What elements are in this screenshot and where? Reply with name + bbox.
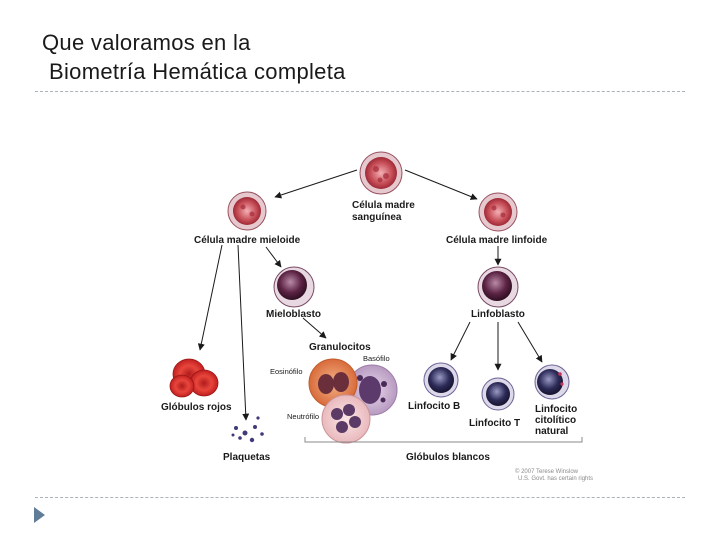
myeloblast-cell <box>273 266 315 308</box>
label-t-lymphocyte: Linfocito T <box>469 418 520 429</box>
lymphoblast-cell <box>477 266 519 308</box>
copyright-line-2: U.S. Govt. has certain rights <box>518 476 593 482</box>
blood-stem-cell <box>359 151 403 195</box>
label-lymphoid-stem: Célula madre linfoide <box>446 235 548 246</box>
myeloid-stem-cell <box>227 191 267 231</box>
t-lymphocyte-cell <box>481 377 515 411</box>
label-granulocytes: Granulocitos <box>309 342 371 353</box>
arrow-to-red-cells <box>197 244 223 351</box>
title-line-2: Biometría Hemática completa <box>49 59 346 84</box>
arrow-to-b-lymph <box>450 321 471 361</box>
arrows <box>197 169 543 421</box>
neutrophil-cell <box>321 394 371 444</box>
label-red-cells: Glóbulos rojos <box>161 402 232 413</box>
label-myeloblast: Mieloblasto <box>266 309 321 320</box>
slide-title: Que valoramos en la Biometría Hemática c… <box>42 28 346 86</box>
label-white-cells: Glóbulos blancos <box>406 452 490 463</box>
label-stem-cell: Célula madre <box>352 200 415 211</box>
arrow-to-myeloid <box>274 169 358 199</box>
label-nk-3: natural <box>535 426 569 437</box>
b-lymphocyte-cell <box>423 362 459 398</box>
arrow-to-myeloblast <box>265 246 282 268</box>
lymphoid-stem-cell <box>478 192 518 232</box>
arrow-to-nk <box>517 321 543 363</box>
title-line-1: Que valoramos en la <box>42 30 251 55</box>
label-nk-2: citolítico <box>535 415 576 426</box>
label-lymphoblast: Linfoblasto <box>471 309 525 320</box>
bullet-arrow-icon <box>34 507 45 523</box>
label-neutrophil: Neutrófilo <box>287 412 319 421</box>
footer-divider <box>35 497 685 498</box>
label-stem-cell-2: sanguínea <box>352 212 402 223</box>
label-nk-1: Linfocito <box>535 404 577 415</box>
label-basophil: Basófilo <box>363 354 390 363</box>
arrow-to-platelets <box>237 244 250 421</box>
nk-lymphocyte-cell <box>534 364 570 400</box>
label-myeloid-stem: Célula madre mieloide <box>194 235 301 246</box>
label-b-lymphocyte: Linfocito B <box>408 401 460 412</box>
copyright-line-1: © 2007 Terese Winslow <box>515 468 579 475</box>
platelets <box>231 416 264 443</box>
label-eosinophil: Eosinófilo <box>270 367 303 376</box>
red-blood-cells <box>169 358 219 398</box>
white-cells-bracket <box>304 437 583 443</box>
title-divider <box>35 91 685 92</box>
arrow-to-lymphoid <box>404 169 478 200</box>
label-platelets: Plaquetas <box>223 452 271 463</box>
arrow-to-granulocytes <box>302 317 327 339</box>
